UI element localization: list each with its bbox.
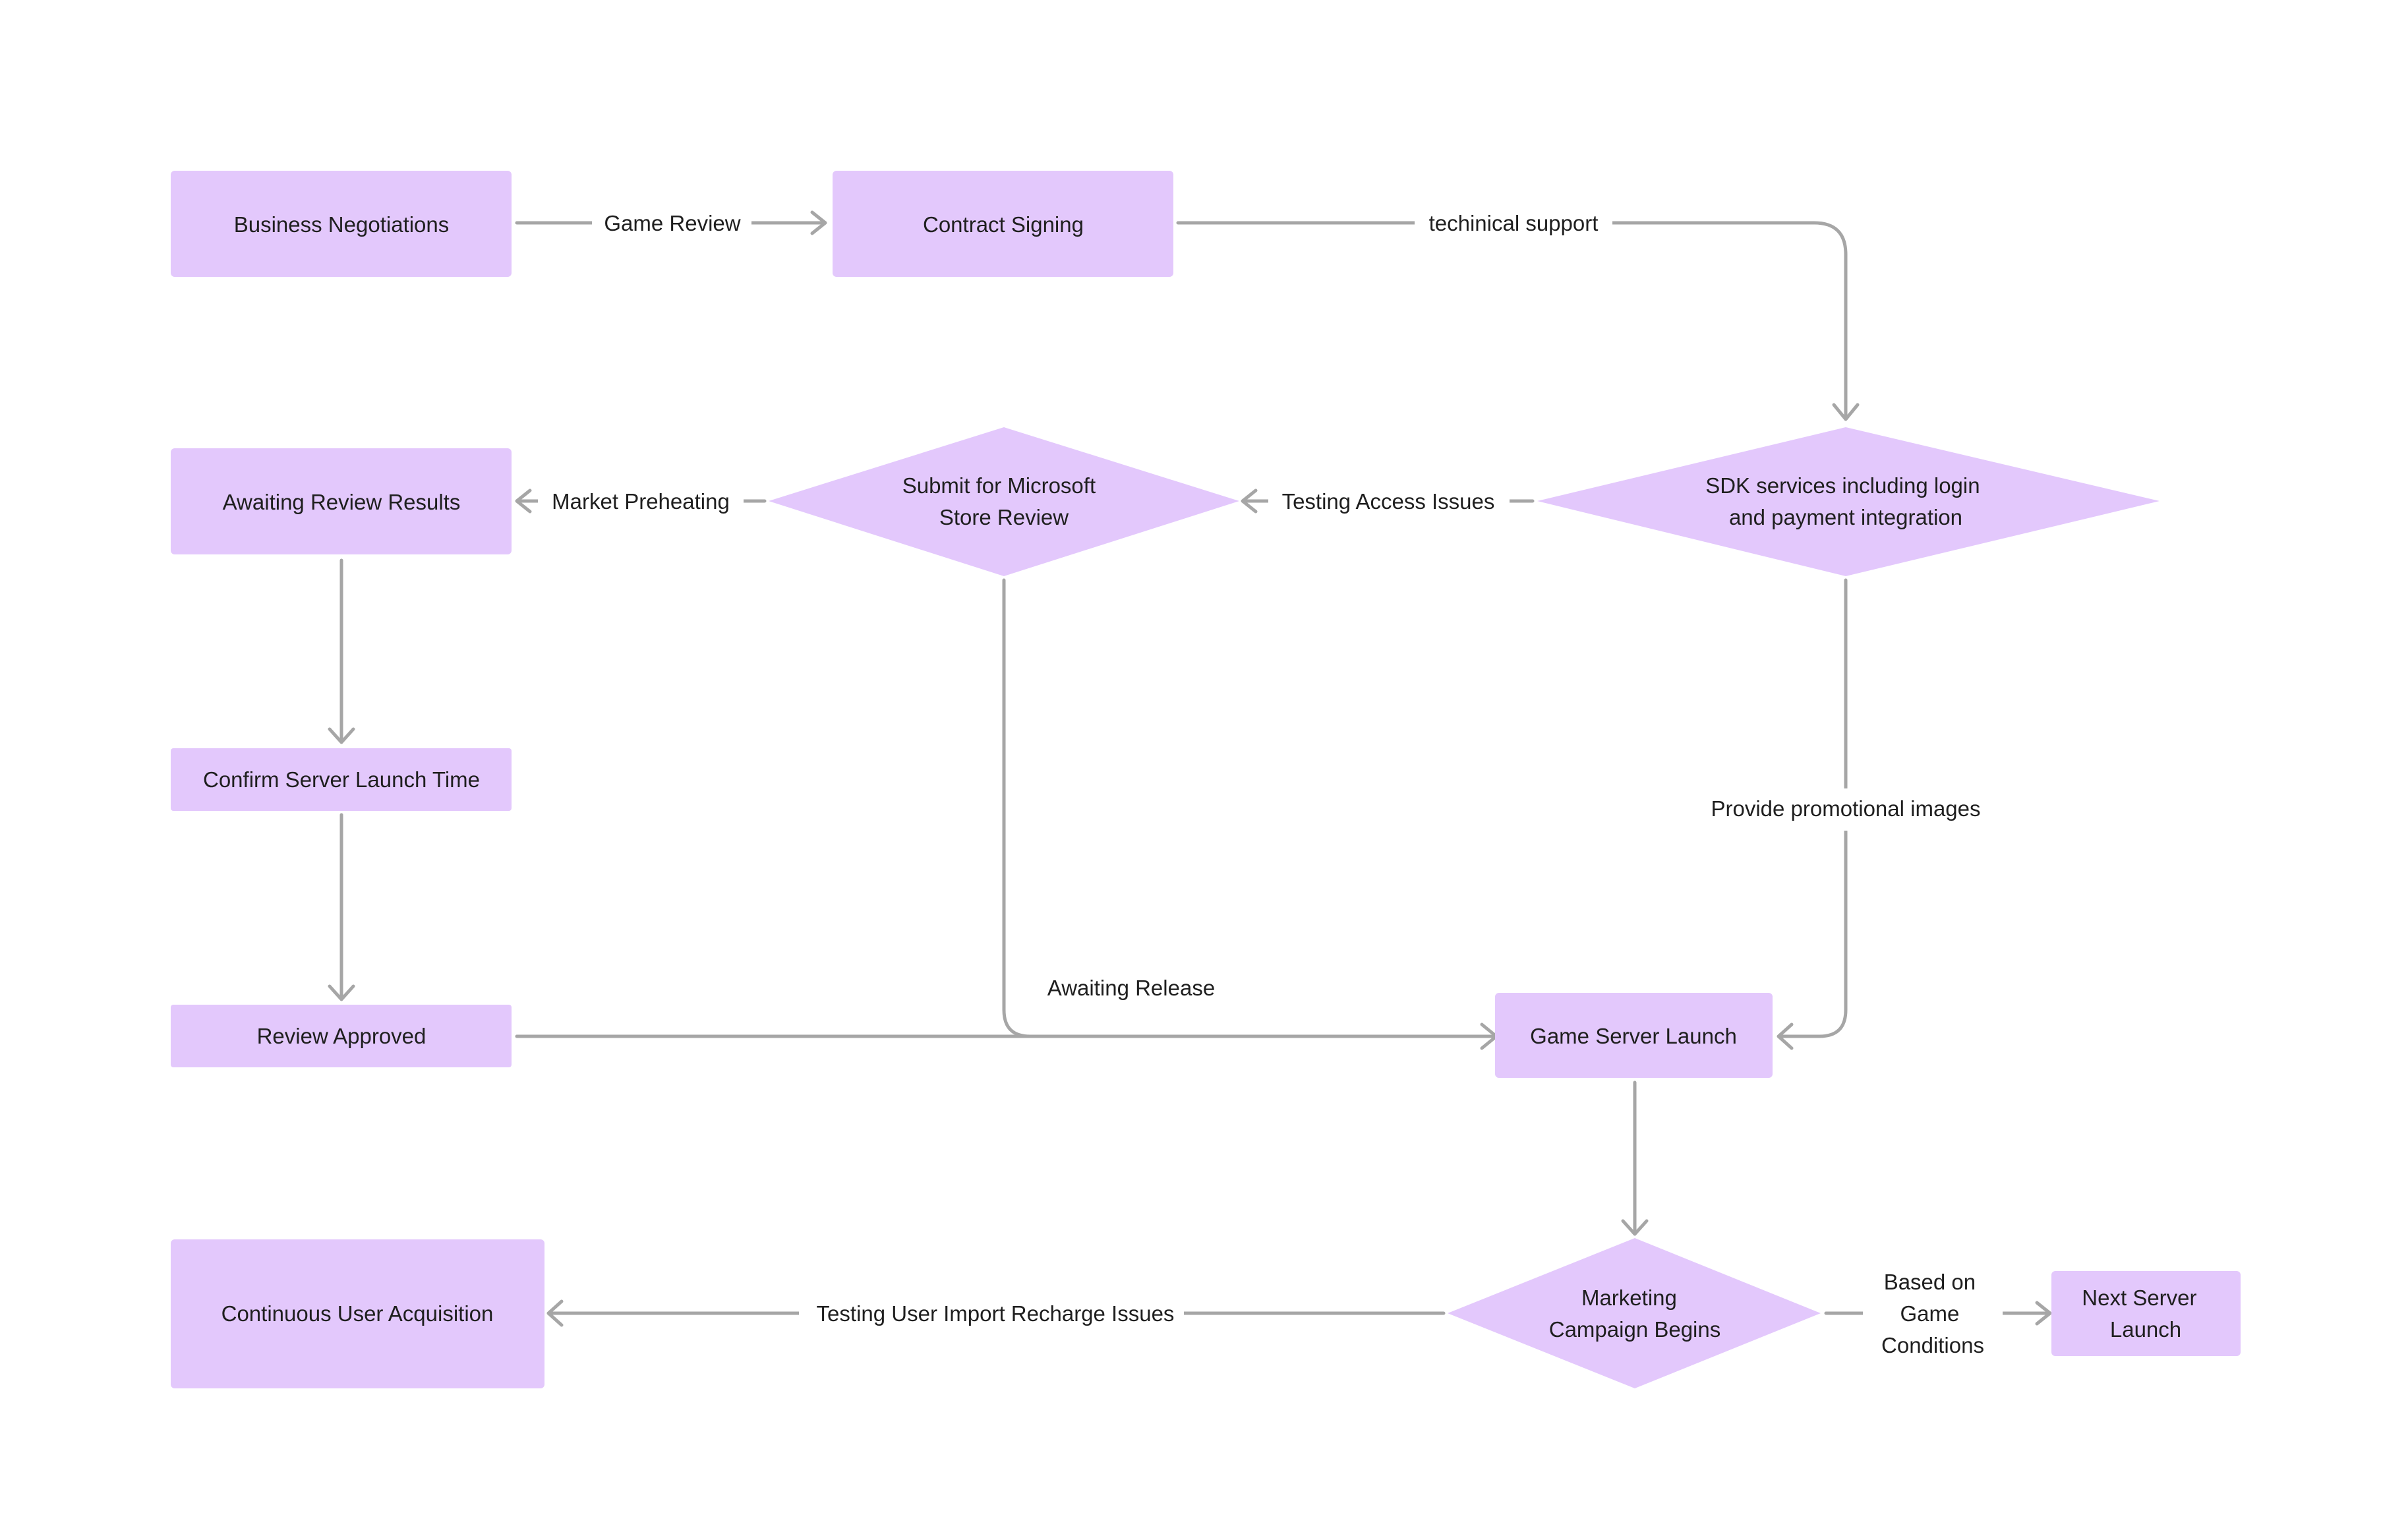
node-shape [171, 1239, 544, 1388]
node-marketing-campaign[interactable]: Marketing Campaign Begins [1448, 1238, 1821, 1388]
node-label: Contract Signing [923, 212, 1084, 237]
node-label: Confirm Server Launch Time [203, 767, 480, 792]
edge-launch-to-marketing-arrowhead [1621, 1219, 1649, 1236]
node-shape [171, 448, 512, 554]
edge-market-preheating-arrowhead [515, 489, 532, 514]
node-label-line: Campaign Begins [1549, 1317, 1721, 1342]
edge-label-line: Based on [1884, 1270, 1976, 1294]
node-label-line: Business Negotiations [234, 212, 450, 237]
edge-label-line: Conditions [1881, 1333, 1984, 1357]
edge-label-bg [1268, 487, 1510, 517]
edge-promotional-images-arrowhead [1777, 1022, 1794, 1050]
edge-label-bg [799, 1299, 1184, 1329]
node-shape [1495, 993, 1773, 1078]
edge-label-bg [1863, 1266, 2003, 1365]
node-label-line: Review Approved [257, 1024, 426, 1048]
node-label: Business Negotiations [234, 212, 450, 237]
nodes-layer: Business Negotiations Contract Signing S… [171, 171, 2241, 1388]
node-label-line: Confirm Server Launch Time [203, 767, 480, 792]
node-awaiting-review-results[interactable]: Awaiting Review Results [171, 448, 512, 554]
edge-awaiting-to-confirm-arrowhead [328, 727, 355, 744]
node-label: Next Server Launch [2082, 1286, 2202, 1342]
edge-label-game-review: Game Review [604, 211, 740, 235]
node-label-line: Contract Signing [923, 212, 1084, 237]
node-submit-review[interactable]: Submit for Microsoft Store Review [769, 427, 1239, 576]
edge-label-line: Testing Access Issues [1282, 489, 1495, 514]
edge-game-review-arrowhead [810, 210, 827, 235]
node-label: Awaiting Review Results [223, 490, 461, 514]
node-confirm-server-launch-time[interactable]: Confirm Server Launch Time [171, 748, 512, 811]
edge-label-line: Testing User Import Recharge Issues [817, 1301, 1175, 1326]
edge-label-testing-access: Testing Access Issues [1282, 489, 1495, 514]
node-shape [1537, 427, 2160, 576]
node-label-line: Store Review [939, 505, 1069, 529]
edge-label-line: Market Preheating [552, 489, 730, 514]
edge-confirm-to-approved-arrowhead [328, 984, 355, 1001]
node-label-line: Launch [2110, 1317, 2181, 1342]
edge-label-line: Game [1900, 1301, 1959, 1326]
edge-promotional-images-line [1778, 578, 1848, 1038]
node-label: SDK services including login and payment… [1705, 473, 1986, 529]
edge-label-promotional-images: Provide promotional images [1711, 796, 1980, 821]
node-game-server-launch[interactable]: Game Server Launch [1495, 993, 1773, 1078]
node-label: Marketing Campaign Begins [1549, 1286, 1721, 1342]
edge-testing-access-arrowhead [1241, 489, 1258, 514]
edge-label-market-preheating: Market Preheating [552, 489, 730, 514]
node-continuous-user-acquisition[interactable]: Continuous User Acquisition [171, 1239, 544, 1388]
edge-label-testing-import: Testing User Import Recharge Issues [817, 1301, 1175, 1326]
node-label-line: Marketing [1581, 1286, 1677, 1310]
edge-based-on-conditions-arrowhead [2035, 1301, 2052, 1326]
node-label-line: SDK services including login [1705, 473, 1980, 498]
node-sdk-services[interactable]: SDK services including login and payment… [1537, 427, 2160, 576]
node-next-server-launch[interactable]: Next Server Launch [2051, 1271, 2241, 1356]
edge-label-based-on-conditions: Based on Game Conditions [1881, 1270, 1984, 1357]
node-label: Game Server Launch [1530, 1024, 1737, 1048]
node-label: Continuous User Acquisition [221, 1301, 494, 1326]
node-shape [171, 1005, 512, 1067]
node-label-line: Game Server Launch [1530, 1024, 1737, 1048]
edge-label-line: Awaiting Release [1047, 976, 1215, 1000]
edge-label-bg [592, 208, 751, 239]
edge-label-line: Provide promotional images [1711, 796, 1980, 821]
node-shape [171, 171, 512, 277]
edge-labels-layer: Game Review techinical support Testing A… [538, 208, 2003, 1365]
node-shape [833, 171, 1173, 277]
node-label-line: Submit for Microsoft [902, 473, 1096, 498]
edge-awaiting-release-line [1002, 578, 1496, 1038]
node-review-approved[interactable]: Review Approved [171, 1005, 512, 1067]
edge-label-line: Game Review [604, 211, 740, 235]
node-business-negotiations[interactable]: Business Negotiations [171, 171, 512, 277]
edge-testing-import-arrowhead [546, 1299, 564, 1327]
edge-label-line: techinical support [1429, 211, 1599, 235]
node-label-line: and payment integration [1729, 505, 1962, 529]
edges-layer [328, 210, 2052, 1327]
node-shape [2051, 1271, 2241, 1356]
edge-label-technical-support: techinical support [1429, 211, 1599, 235]
node-shape [171, 748, 512, 811]
node-label-line: Next Server [2082, 1286, 2196, 1310]
edge-label-bg [538, 487, 744, 517]
edge-technical-support-line [1176, 221, 1848, 419]
node-label-line: Awaiting Review Results [223, 490, 461, 514]
node-label-line: Continuous User Acquisition [221, 1301, 494, 1326]
node-shape [1448, 1238, 1821, 1388]
node-contract-signing[interactable]: Contract Signing [833, 171, 1173, 277]
edge-label-bg [1694, 788, 1997, 831]
node-label: Review Approved [257, 1024, 426, 1048]
edge-label-awaiting-release: Awaiting Release [1047, 976, 1215, 1000]
edge-technical-support-arrowhead [1832, 403, 1860, 421]
node-shape [769, 427, 1239, 576]
edge-label-bg [1415, 208, 1612, 239]
node-label: Submit for Microsoft Store Review [902, 473, 1102, 529]
